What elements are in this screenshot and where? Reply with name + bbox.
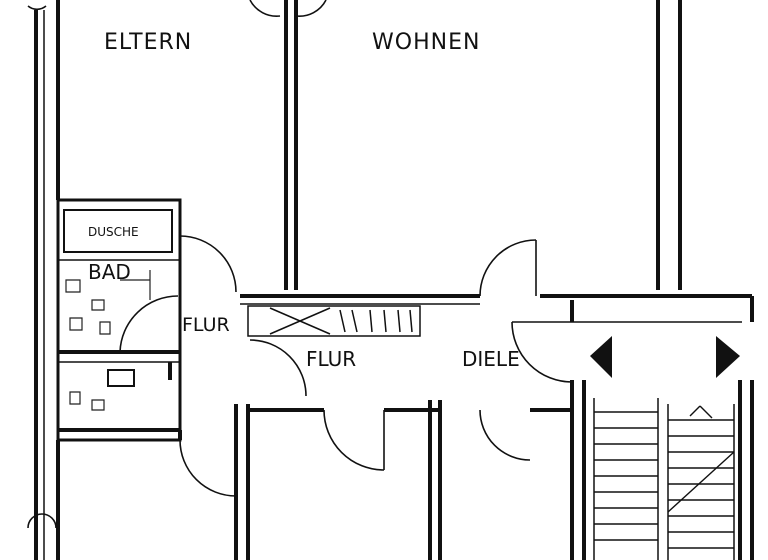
built-in-cabinet xyxy=(247,305,421,337)
outer-wall-left xyxy=(34,0,60,560)
label-eltern: ELTERN xyxy=(104,30,192,55)
label-flur-small: FLUR xyxy=(182,314,230,336)
wall-wohnen-right xyxy=(656,0,682,290)
bathroom xyxy=(56,198,182,442)
label-flur: FLUR xyxy=(306,347,356,371)
label-bad: BAD xyxy=(88,260,131,284)
wall-lower-rooms xyxy=(178,380,586,560)
triangle-left-icon xyxy=(590,336,612,378)
label-wohnen: WOHNEN xyxy=(372,30,480,55)
staircase xyxy=(593,380,754,560)
arrow-markers xyxy=(590,336,740,378)
triangle-right-icon xyxy=(716,336,740,378)
doors xyxy=(27,0,573,529)
wall-corridor-top xyxy=(240,294,754,323)
wall-eltern-wohnen xyxy=(284,0,298,290)
label-diele: DIELE xyxy=(462,347,520,371)
label-dusche: DUSCHE xyxy=(88,225,139,239)
